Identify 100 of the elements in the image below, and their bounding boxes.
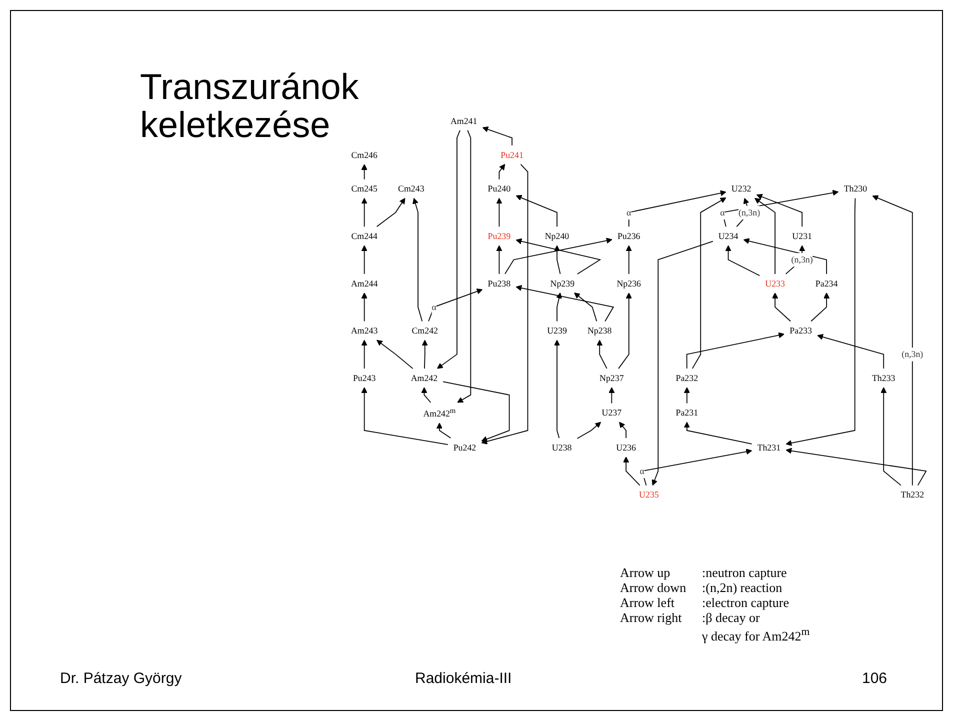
course-name: Radiokémia-III (415, 670, 512, 687)
node-text: U237 (602, 407, 622, 418)
arrow (421, 386, 432, 403)
arrow (754, 198, 776, 274)
node-text: Pu236 (617, 230, 640, 241)
node-text: Am241 (450, 115, 478, 126)
node-text: Am243 (350, 325, 378, 336)
arrow (725, 244, 760, 276)
node-text: Pa233 (790, 325, 812, 336)
node-text: U231 (792, 230, 812, 241)
node-text: Np240 (544, 230, 570, 241)
arrow (361, 340, 368, 369)
legend-description: :β decay or (702, 610, 761, 625)
edge-label: (n,3n) (902, 348, 924, 359)
node-text: Cm242 (412, 325, 438, 336)
arrow (692, 197, 726, 369)
node-text: Th232 (900, 489, 924, 500)
arrow (872, 194, 913, 486)
arrow (376, 340, 414, 369)
arrow (596, 340, 608, 369)
node-text: Th233 (872, 372, 896, 383)
arrow (457, 130, 472, 402)
arrow (412, 198, 423, 322)
arrow (361, 164, 368, 180)
legend-key: Arrow right (620, 610, 702, 625)
node-text: Pa231 (676, 407, 698, 418)
node-text: U239 (547, 325, 567, 336)
arrow (422, 340, 428, 369)
node-text: U233 (765, 278, 785, 288)
arrow (772, 292, 791, 322)
arrow (684, 386, 690, 404)
node-text: Np239 (550, 278, 575, 288)
node-text: Cm245 (351, 183, 378, 194)
edge-label: α (640, 465, 644, 476)
arrow (361, 292, 368, 322)
arrow (652, 240, 714, 486)
arrow (810, 292, 830, 322)
node-text: Pu238 (488, 278, 511, 288)
node-text: Pu239 (488, 230, 511, 241)
arrow (628, 190, 726, 227)
arrow (516, 238, 602, 274)
arrow (516, 194, 558, 227)
node-text: Pa232 (676, 372, 698, 383)
edge-label: α (432, 301, 436, 312)
arrow (504, 237, 612, 274)
arrow (428, 288, 483, 322)
node-text: Cm246 (351, 149, 378, 160)
arrow (686, 332, 784, 369)
arrow (498, 164, 506, 180)
legend-key: Arrow down (620, 580, 702, 595)
arrow (619, 422, 626, 438)
arrow (618, 292, 632, 369)
title: Transzuránok keletkezése (140, 68, 360, 144)
node-text: Am242$^{m}$ (423, 406, 456, 418)
node-text: U235 (639, 489, 659, 500)
node-text: Th231 (757, 442, 781, 452)
legend-description: :neutron capture (702, 565, 788, 580)
legend-key: Arrow up (620, 565, 702, 580)
arrow (496, 198, 502, 227)
arrow (556, 292, 562, 322)
arrow (786, 448, 927, 486)
author-name: Dr. Pátzay György (60, 670, 182, 687)
arrow (817, 334, 884, 369)
legend-key: Arrow left (620, 595, 702, 610)
node-text: Am242 (410, 372, 438, 383)
arrow (361, 244, 368, 274)
node-text: Np238 (587, 325, 612, 336)
node-text: Pu243 (352, 372, 376, 383)
arrow (436, 130, 460, 368)
node-text: Np237 (600, 372, 624, 383)
arrow (436, 422, 452, 438)
node-text: Np236 (616, 278, 641, 288)
node-text: Pa234 (815, 278, 838, 288)
node-text: U236 (616, 442, 636, 452)
node-text: Pu241 (500, 149, 524, 160)
node-text: Pu242 (453, 442, 476, 452)
edge-label: (n,3n) (791, 254, 813, 264)
legend-description: γ decay for Am242$^{m}$ (702, 625, 810, 644)
arrow (608, 386, 615, 404)
edge-label: α (720, 206, 725, 218)
arrow (880, 386, 902, 486)
arrow (736, 198, 750, 227)
arrow (684, 422, 752, 444)
arrow (576, 422, 602, 439)
arrow (361, 198, 368, 227)
arrow (516, 284, 614, 322)
node-text: U232 (731, 183, 752, 194)
edge-label: (n,3n) (738, 206, 760, 218)
arrow (554, 340, 560, 438)
node-text: Th230 (844, 183, 868, 194)
node-text: Pu240 (488, 183, 511, 194)
arrow (361, 386, 448, 445)
arrow (481, 164, 528, 444)
legend-description: :electron capture (702, 595, 790, 610)
arrow (756, 194, 803, 227)
arrow (722, 189, 839, 227)
arrow (376, 198, 406, 227)
arrow (626, 244, 632, 274)
legend-description: :(n,2n) reaction (702, 580, 784, 595)
node-text: U234 (718, 230, 738, 241)
